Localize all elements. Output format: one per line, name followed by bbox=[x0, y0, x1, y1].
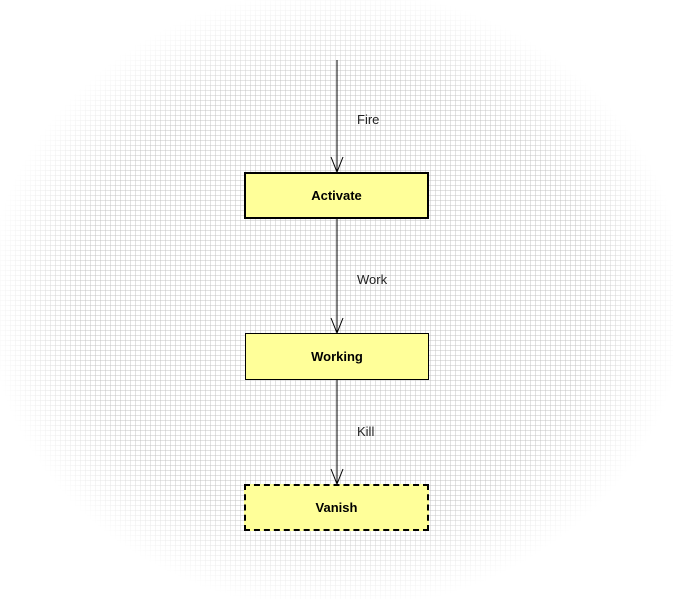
state-activate[interactable]: Activate bbox=[244, 172, 429, 219]
edge-kill[interactable] bbox=[330, 380, 344, 486]
edge-fire[interactable] bbox=[330, 60, 344, 174]
edge-label-work[interactable]: Work bbox=[357, 272, 388, 287]
state-label: Vanish bbox=[315, 500, 358, 515]
edge-label-fire[interactable]: Fire bbox=[357, 112, 380, 127]
edge-label-kill[interactable]: Kill bbox=[357, 424, 375, 439]
state-working[interactable]: Working bbox=[245, 333, 429, 380]
edge-work[interactable] bbox=[330, 219, 344, 335]
state-vanish[interactable]: Vanish bbox=[244, 484, 429, 531]
state-label: Activate bbox=[311, 188, 362, 203]
state-label: Working bbox=[311, 349, 363, 364]
